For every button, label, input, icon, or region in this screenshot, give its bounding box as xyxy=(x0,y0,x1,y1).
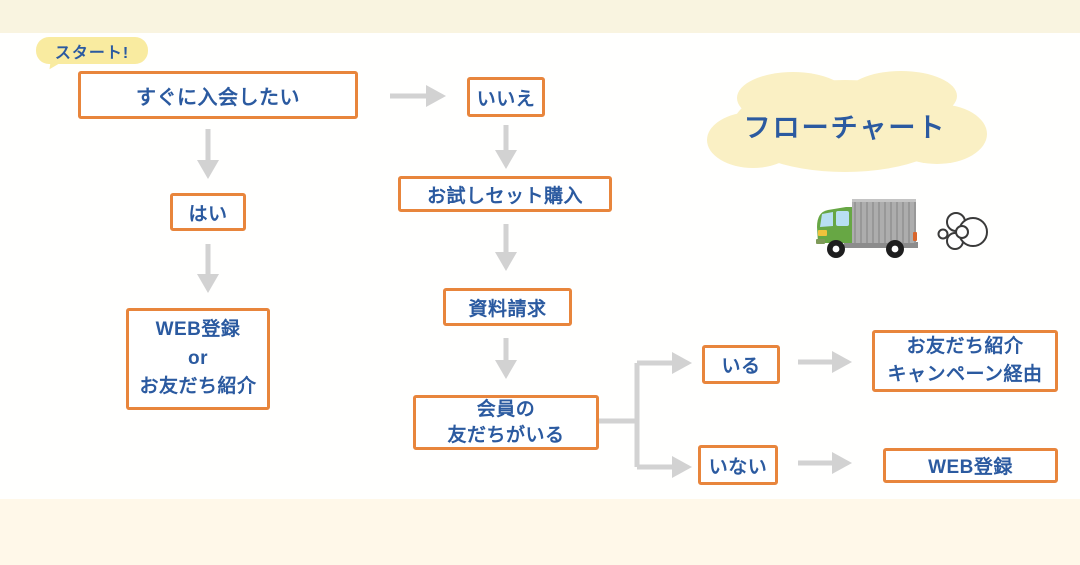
truck-chassis xyxy=(844,242,918,248)
truck-windshield xyxy=(820,212,833,227)
top-cream-band xyxy=(0,0,1080,33)
node-web-register: WEB登録 xyxy=(883,448,1058,483)
node-member-friend: 会員の 友だちがいる xyxy=(413,395,599,450)
bottom-cream-band xyxy=(0,499,1080,565)
node-yes: はい xyxy=(170,193,246,231)
exhaust-smoke-icon xyxy=(937,212,988,250)
truck-side-window xyxy=(836,211,849,226)
truck-taillight xyxy=(913,232,917,241)
start-badge: スタート! xyxy=(36,37,148,64)
node-join-now: すぐに入会したい xyxy=(78,71,358,119)
node-no: いいえ xyxy=(467,77,545,117)
cloud-shape xyxy=(707,71,987,172)
flowchart-title: フローチャート xyxy=(743,113,947,143)
title-cloud: フローチャート xyxy=(695,62,995,188)
node-not-have: いない xyxy=(698,445,778,485)
truck-cargo xyxy=(852,199,916,243)
node-have: いる xyxy=(702,345,780,384)
node-trial-set: お試しセット購入 xyxy=(398,176,612,212)
start-badge-label: スタート! xyxy=(54,44,130,62)
node-request-docs: 資料請求 xyxy=(443,288,572,326)
node-friend-campaign: お友だち紹介 キャンペーン経由 xyxy=(872,330,1058,392)
node-web-or-friend: WEB登録 or お友だち紹介 xyxy=(126,308,270,410)
delivery-truck-illustration xyxy=(816,199,918,258)
truck-headlight xyxy=(818,230,827,236)
